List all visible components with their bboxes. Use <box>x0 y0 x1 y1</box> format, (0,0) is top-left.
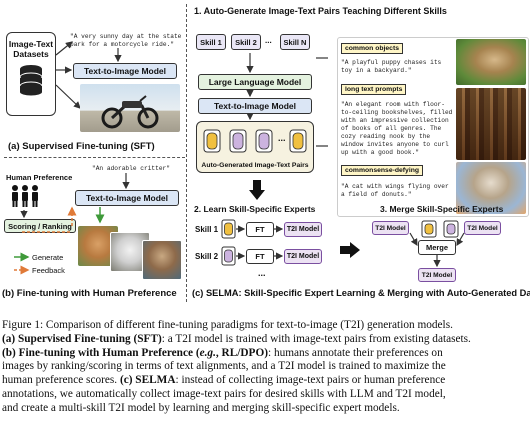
example-2-line-5: cozy reading nook by the <box>341 133 431 140</box>
pairs-label: Auto-Generated Image-Text Pairs <box>201 162 309 169</box>
panel-b-title: (b) Fine-tuning with Human Preference <box>2 288 177 299</box>
merge-box: Merge <box>418 240 456 255</box>
skill-box-n: Skill N <box>280 34 310 50</box>
sft-arrows <box>55 41 122 109</box>
example-2-line-4: of books of all genres. The <box>341 125 442 132</box>
expert-model-2: T2I Model <box>284 249 322 264</box>
selma-t2i-label: Text-to-Image Model <box>213 101 296 111</box>
example-2-line-7: up with a good book." <box>341 149 419 156</box>
merged-model: T2I Model <box>418 268 456 282</box>
example-2-line-3: with an impressive collection <box>341 117 449 124</box>
figure-caption: Figure 1: Comparison of different fine-t… <box>2 319 530 416</box>
winged-cat-image <box>456 162 526 214</box>
sft-prompt-line-1: "A very sunny day at the state <box>70 33 182 40</box>
example-tag-1: common objects <box>341 43 404 54</box>
panel-c-title: (c) SELMA: Skill-Specific Expert Learnin… <box>192 288 530 298</box>
panel-a-title: (a) Supervised Fine-tuning (SFT) <box>8 141 155 152</box>
hp-prompt: "An adorable critter" <box>92 165 170 172</box>
example-2-line-2: to-ceiling bookshelves, filled <box>341 109 453 116</box>
llm-box: Large Language Model <box>198 74 312 90</box>
step1-title: 1. Auto-Generate Image-Text Pairs Teachi… <box>194 6 447 16</box>
examples-panel <box>337 37 529 217</box>
right-arrow-icon <box>340 242 360 258</box>
legend-generate: Generate <box>32 253 64 262</box>
motorcycle-image <box>80 84 180 132</box>
ft-box-2: FT <box>246 249 274 264</box>
skill-dots: ... <box>265 36 272 45</box>
selma-t2i-box: Text-to-Image Model <box>198 98 312 114</box>
critter-image-3 <box>142 240 182 280</box>
example-3-line-2: a field of donuts." <box>341 191 412 198</box>
skill-box-2: Skill 2 <box>231 34 261 50</box>
sft-t2i-model-box: Text-to-Image Model <box>73 63 177 79</box>
people-icon <box>12 185 38 207</box>
legend-feedback: Feedback <box>32 266 65 275</box>
ft-box-1: FT <box>246 222 274 237</box>
step3-title: 3. Merge Skill-Specific Experts <box>380 204 504 214</box>
caption-line-3: (b) Fine-tuning with Human Preference (e… <box>2 346 443 359</box>
down-arrow-icon <box>249 180 265 200</box>
step2-title: 2. Learn Skill-Specific Experts <box>194 204 316 214</box>
caption-line-7: and create a multi-skill T2I model by le… <box>2 401 400 414</box>
dataset-label-1: Image-Text <box>8 39 54 49</box>
caption-line-4: images by ranking/scoring in terms of te… <box>2 360 446 373</box>
skill-label-2: Skill 2 <box>195 252 219 261</box>
database-icon <box>19 65 43 96</box>
vertical-divider <box>186 4 187 302</box>
caption-line-5: human preference scores. (c) SELMA: inst… <box>2 374 446 387</box>
llm-label: Large Language Model <box>208 77 302 87</box>
example-tag-3: commonsense-defying <box>341 165 424 176</box>
step3-arrows <box>409 220 465 268</box>
caption-line-2: (a) Supervised Fine-tuning (SFT): a T2I … <box>2 332 471 345</box>
puppy-image <box>456 39 526 85</box>
skill-box-1: Skill 1 <box>196 34 226 50</box>
example-3-line-1: "A cat with wings flying over <box>341 183 449 190</box>
step2-icons <box>221 219 284 266</box>
expert-model-1: T2I Model <box>284 222 322 237</box>
merge-input-2: T2I Model <box>464 221 501 235</box>
horizontal-divider <box>4 157 185 158</box>
step2-dots: ... <box>258 268 266 278</box>
hp-t2i-model-label: Text-to-Image Model <box>85 193 168 203</box>
pairs-icons <box>203 129 307 153</box>
dataset-box: Image-Text Datasets <box>6 32 56 116</box>
library-image <box>456 88 526 160</box>
merge-input-1: T2I Model <box>372 221 409 235</box>
caption-line-6: annotations, we automatically collect im… <box>2 387 446 400</box>
hp-arrows <box>14 173 130 275</box>
example-2-line-1: "An elegant room with floor- <box>341 101 445 108</box>
human-preference-label: Human Preference <box>6 173 73 182</box>
caption-line-1: Figure 1: Comparison of different fine-t… <box>2 319 453 331</box>
step1-arrows <box>246 53 328 147</box>
example-1-line-2: toy in a backyard." <box>341 67 412 74</box>
sft-prompt-line-2: park for a motorcycle ride." <box>70 41 174 48</box>
example-tag-2: long text prompts <box>341 84 407 95</box>
skill-label-1: Skill 1 <box>195 225 219 234</box>
hp-t2i-model-box: Text-to-Image Model <box>75 190 179 206</box>
dataset-label-2: Datasets <box>13 49 49 59</box>
example-2-line-6: window invites anyone to curl <box>341 141 449 148</box>
pairs-dots: ... <box>278 133 286 143</box>
example-1-line-1: "A playful puppy chases its <box>341 59 442 66</box>
skill-row: Skill 1 Skill 2 ... Skill N <box>196 34 312 52</box>
scoring-label: Scoring / Ranking <box>8 221 72 231</box>
sft-t2i-model-label: Text-to-Image Model <box>83 66 166 76</box>
